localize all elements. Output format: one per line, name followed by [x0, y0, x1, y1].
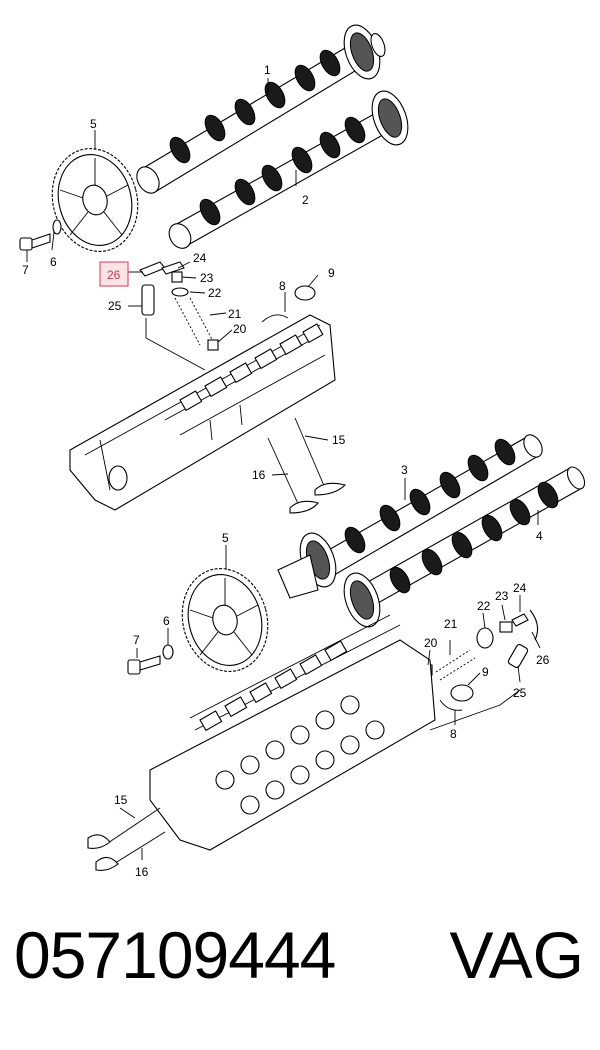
callout-5-upper: 5: [90, 117, 97, 131]
callout-21-upper: 21: [228, 307, 242, 321]
callout-8-lower: 8: [450, 727, 457, 741]
callout-23-upper: 23: [200, 271, 214, 285]
camshaft-1: [136, 24, 386, 194]
callout-16-upper: 16: [252, 468, 266, 482]
callout-9-lower: 9: [482, 665, 489, 679]
callout-5-lower: 5: [222, 531, 229, 545]
callout-26-upper: 26: [107, 268, 121, 282]
callout-25-lower: 25: [513, 686, 527, 700]
callout-23-lower: 23: [495, 589, 509, 603]
camshaft-2: [168, 90, 409, 249]
cylinder-head-lower: [149, 614, 436, 851]
brand-name: VAG: [449, 918, 584, 992]
callout-21-lower: 21: [444, 617, 458, 631]
valves-upper: [267, 417, 347, 514]
callout-7-lower: 7: [133, 633, 140, 647]
seal-9-upper: [294, 285, 316, 301]
washer-6-upper: [52, 219, 62, 235]
leader-lines-upper: [26, 78, 329, 476]
valves-lower: [87, 807, 166, 871]
callout-7-upper: 7: [22, 263, 29, 277]
callout-6-upper: 6: [50, 255, 57, 269]
callout-25-upper: 25: [108, 299, 122, 313]
callout-1: 1: [264, 63, 271, 77]
cylinder-head-upper: [69, 314, 336, 511]
callout-8-upper: 8: [279, 279, 286, 293]
callout-3: 3: [401, 463, 408, 477]
small-parts-lower: [423, 609, 539, 711]
callout-26-lower: 26: [536, 653, 550, 667]
callout-20-lower: 20: [424, 636, 438, 650]
callout-22-upper: 22: [208, 286, 222, 300]
clip-8-upper: [261, 314, 289, 323]
washer-6-lower: [162, 644, 174, 660]
callout-4: 4: [536, 529, 543, 543]
sprocket-5-upper: [51, 148, 139, 252]
callout-24-upper: 24: [193, 251, 207, 265]
sprocket-5-lower: [181, 568, 269, 672]
exploded-diagram: 1 2 5 6 7 24 26 23 25 22 21 20 8 9 15 16…: [19, 24, 586, 879]
highlight-box-26: [99, 261, 129, 287]
callout-9-upper: 9: [328, 266, 335, 280]
camshaft-3: [277, 434, 543, 599]
part-number: 057109444: [14, 918, 336, 992]
callout-22-lower: 22: [477, 599, 491, 613]
callout-15-upper: 15: [332, 433, 346, 447]
callout-24-lower: 24: [513, 581, 527, 595]
bolt-7-upper: [19, 233, 51, 251]
callout-20-upper: 20: [233, 322, 247, 336]
callout-6-lower: 6: [163, 614, 170, 628]
bolt-7-lower: [127, 655, 161, 675]
callout-16-lower: 16: [135, 865, 149, 879]
camshaft-4: [343, 466, 586, 628]
callout-2: 2: [302, 193, 309, 207]
small-parts-upper: [139, 261, 219, 351]
callout-15-lower: 15: [114, 793, 128, 807]
callout-labels: 1 2 5 6 7 24 26 23 25 22 21 20 8 9 15 16…: [22, 63, 550, 879]
leader-lines-lower: [119, 478, 541, 860]
